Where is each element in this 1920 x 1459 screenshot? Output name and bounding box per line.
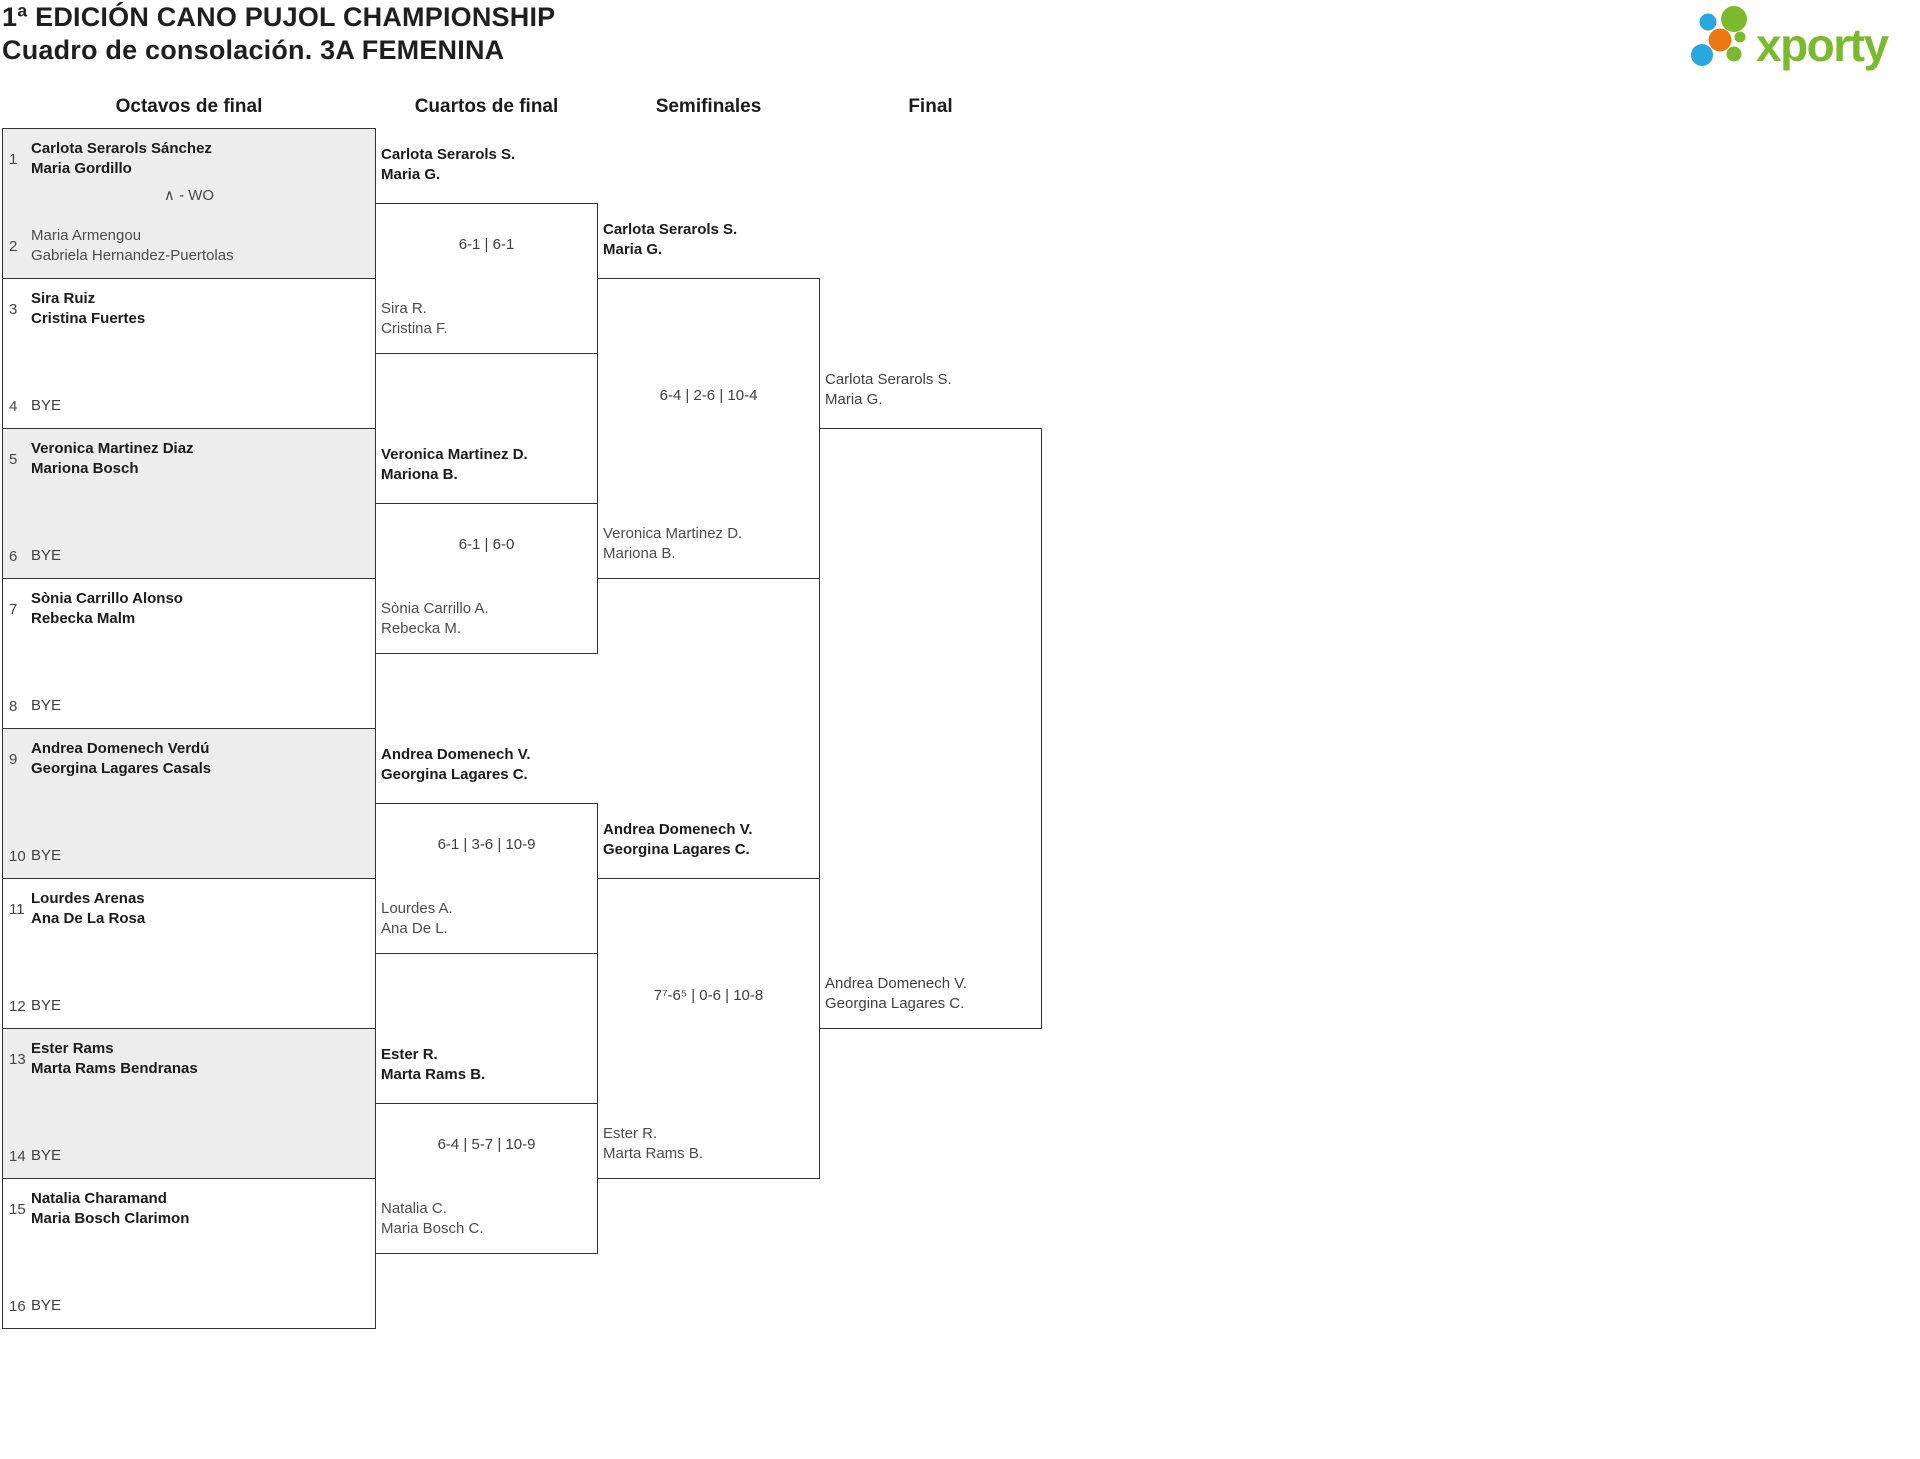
team-slot-15: 15 Natalia Charamand Maria Bosch Clarimo… bbox=[3, 1189, 189, 1229]
finalist-bottom-team: Andrea Domenech V.Georgina Lagares C. bbox=[825, 975, 968, 1012]
qf3-loser-team: Lourdes A.Ana De L. bbox=[381, 900, 453, 937]
xporty-logo-text: xporty bbox=[1756, 18, 1889, 71]
qf4-winner-team: Ester R.Marta Rams B. bbox=[381, 1046, 486, 1083]
r16-match-box-8: 15 Natalia Charamand Maria Bosch Clarimo… bbox=[2, 1178, 376, 1329]
team-names: Veronica Martinez Diaz Mariona Bosch bbox=[31, 440, 194, 477]
round-header-final: Final bbox=[908, 96, 953, 117]
team-slot-4: 4 BYE bbox=[3, 396, 61, 416]
qf2-loser-team: Sònia Carrillo A.Rebecka M. bbox=[381, 600, 489, 637]
team-slot-2: 2 Maria Armengou Gabriela Hernandez-Puer… bbox=[3, 226, 234, 266]
seed-number: 4 bbox=[9, 397, 18, 415]
round-header-octavos: Octavos de final bbox=[115, 96, 263, 117]
team-names: Sònia Carrillo Alonso Rebecka Malm bbox=[31, 590, 183, 627]
r16-match-box-5: 9 Andrea Domenech Verdú Georgina Lagares… bbox=[2, 728, 376, 879]
seed-number: 9 bbox=[9, 750, 18, 768]
r16-match-box-3: 5 Veronica Martinez Diaz Mariona Bosch 6… bbox=[2, 428, 376, 579]
sf1-loser-team: Veronica Martinez D.Mariona B. bbox=[603, 525, 743, 562]
bye-label: BYE bbox=[31, 547, 62, 564]
page-subtitle: Cuadro de consolación. 3A FEMENINA bbox=[2, 35, 505, 65]
team-names: Natalia Charamand Maria Bosch Clarimon bbox=[31, 1190, 190, 1227]
qf1-winner-team: Carlota Serarols S.Maria G. bbox=[381, 146, 516, 183]
sf1-winner-team: Carlota Serarols S.Maria G. bbox=[603, 221, 738, 258]
team-names: Carlota Serarols Sánchez Maria Gordillo bbox=[31, 140, 212, 177]
qf1-score: 6-1 | 6-1 bbox=[458, 236, 515, 253]
qf2-winner-team: Veronica Martinez D.Mariona B. bbox=[381, 446, 528, 483]
seed-number: 7 bbox=[9, 600, 18, 618]
team-slot-10: 10 BYE bbox=[3, 846, 61, 866]
seed-number: 5 bbox=[9, 450, 18, 468]
team-names: Maria Armengou Gabriela Hernandez-Puerto… bbox=[31, 227, 234, 264]
final-match-box bbox=[819, 428, 1042, 1029]
seed-number: 10 bbox=[9, 847, 26, 865]
team-names: Lourdes Arenas Ana De La Rosa bbox=[31, 890, 146, 927]
seed-number: 1 bbox=[9, 150, 18, 168]
seed-number: 2 bbox=[9, 237, 18, 255]
team-slot-11: 11 Lourdes Arenas Ana De La Rosa bbox=[3, 889, 145, 929]
seed-number: 13 bbox=[9, 1050, 26, 1068]
title-block: 1ª EDICIÓN CANO PUJOL CHAMPIONSHIP Cuadr… bbox=[2, 1, 555, 67]
qf4-loser-team: Natalia C.Maria Bosch C. bbox=[381, 1200, 484, 1237]
team-names: Ester Rams Marta Rams Bendranas bbox=[31, 1040, 198, 1077]
seed-number: 6 bbox=[9, 547, 18, 565]
team-slot-3: 3 Sira Ruiz Cristina Fuertes bbox=[3, 289, 145, 329]
team-names: Sira Ruiz Cristina Fuertes bbox=[31, 290, 146, 327]
seed-number: 14 bbox=[9, 1147, 26, 1165]
r16-match-box-6: 11 Lourdes Arenas Ana De La Rosa 12 BYE bbox=[2, 878, 376, 1029]
r16-match-box-1: 1 Carlota Serarols Sánchez Maria Gordill… bbox=[2, 128, 376, 279]
team-names: Andrea Domenech Verdú Georgina Lagares C… bbox=[31, 740, 212, 777]
seed-number: 8 bbox=[9, 697, 18, 715]
seed-number: 16 bbox=[9, 1297, 26, 1315]
sf1-score: 6-4 | 2-6 | 10-4 bbox=[659, 387, 758, 404]
bye-label: BYE bbox=[31, 697, 62, 714]
seed-number: 15 bbox=[9, 1200, 26, 1218]
xporty-logo[interactable]: xporty bbox=[1688, 3, 1889, 71]
r16-match-box-2: 3 Sira Ruiz Cristina Fuertes 4 BYE bbox=[2, 278, 376, 429]
team-slot-5: 5 Veronica Martinez Diaz Mariona Bosch bbox=[3, 439, 194, 479]
page-title: 1ª EDICIÓN CANO PUJOL CHAMPIONSHIP bbox=[2, 2, 556, 32]
xporty-logo-dots-icon bbox=[1691, 6, 1747, 66]
qf1-loser-team: Sira R.Cristina F. bbox=[381, 300, 448, 337]
team-slot-8: 8 BYE bbox=[3, 696, 61, 716]
team-slot-9: 9 Andrea Domenech Verdú Georgina Lagares… bbox=[3, 739, 211, 779]
team-slot-16: 16 BYE bbox=[3, 1296, 61, 1316]
qf3-score: 6-1 | 3-6 | 10-9 bbox=[437, 836, 536, 853]
walkover-note: ∧ - WO bbox=[163, 187, 215, 204]
r16-match-box-7: 13 Ester Rams Marta Rams Bendranas 14 BY… bbox=[2, 1028, 376, 1179]
team-slot-12: 12 BYE bbox=[3, 996, 61, 1016]
round-header-semifinales: Semifinales bbox=[655, 96, 762, 117]
bye-label: BYE bbox=[31, 997, 62, 1014]
seed-number: 12 bbox=[9, 997, 26, 1015]
round-header-cuartos: Cuartos de final bbox=[414, 96, 559, 117]
qf4-score: 6-4 | 5-7 | 10-9 bbox=[437, 1136, 536, 1153]
qf2-score: 6-1 | 6-0 bbox=[458, 536, 515, 553]
qf3-winner-team: Andrea Domenech V.Georgina Lagares C. bbox=[381, 746, 531, 783]
bye-label: BYE bbox=[31, 397, 62, 414]
team-slot-7: 7 Sònia Carrillo Alonso Rebecka Malm bbox=[3, 589, 183, 629]
team-slot-6: 6 BYE bbox=[3, 546, 61, 566]
finalist-top-team: Carlota Serarols S.Maria G. bbox=[825, 371, 952, 408]
sf2-winner-team: Andrea Domenech V.Georgina Lagares C. bbox=[603, 821, 753, 858]
team-slot-1: 1 Carlota Serarols Sánchez Maria Gordill… bbox=[3, 139, 212, 179]
r16-match-box-4: 7 Sònia Carrillo Alonso Rebecka Malm 8 B… bbox=[2, 578, 376, 729]
bye-label: BYE bbox=[31, 1297, 62, 1314]
bye-label: BYE bbox=[31, 847, 62, 864]
sf2-score: 7⁷-6⁵ | 0-6 | 10-8 bbox=[653, 987, 764, 1004]
seed-number: 11 bbox=[9, 900, 25, 918]
sf2-loser-team: Ester R.Marta Rams B. bbox=[603, 1125, 704, 1162]
bye-label: BYE bbox=[31, 1147, 62, 1164]
team-slot-13: 13 Ester Rams Marta Rams Bendranas bbox=[3, 1039, 198, 1079]
seed-number: 3 bbox=[9, 300, 18, 318]
team-slot-14: 14 BYE bbox=[3, 1146, 61, 1166]
